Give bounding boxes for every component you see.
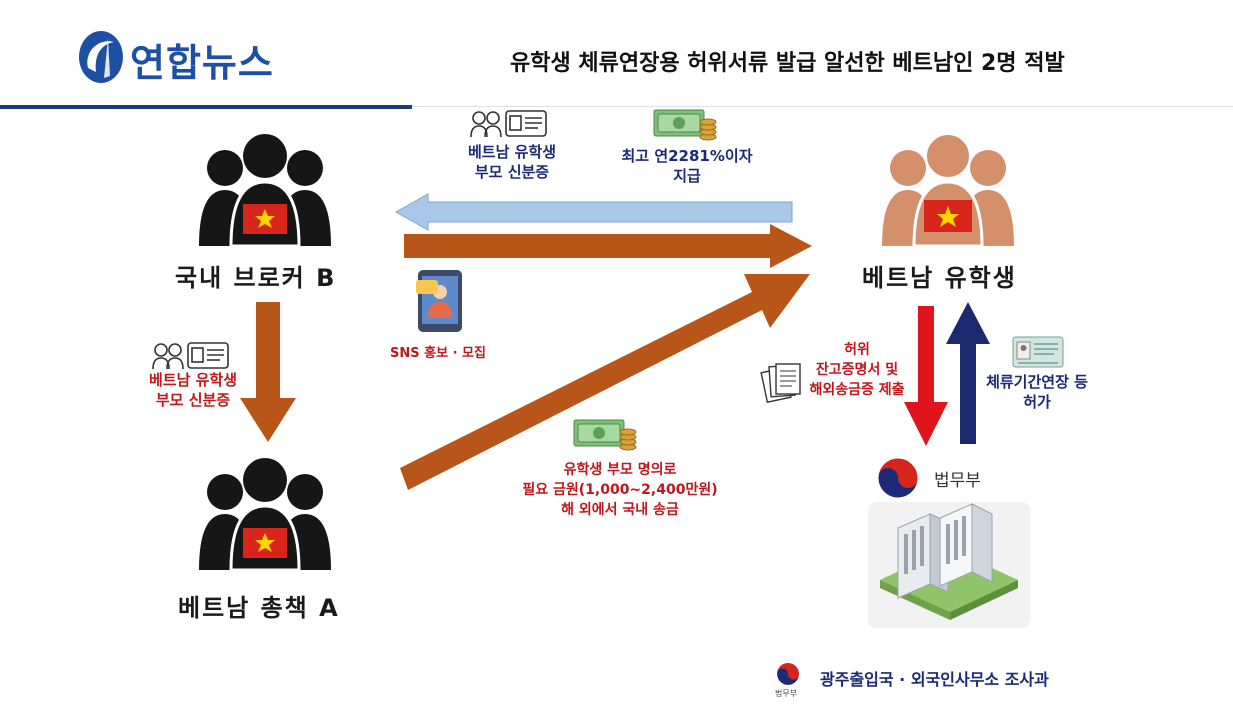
false-docs-caption: 허위 잔고증명서 및 해외송금증 제출 (809, 342, 905, 398)
ministry-name: 법무부 (934, 471, 981, 491)
money-icon-top (653, 109, 717, 141)
footer-ministry-sub: 법무부 (775, 689, 798, 698)
student-label: 베트남 유학생 (862, 264, 1017, 292)
arrow-extension (946, 302, 990, 444)
arrow-false-docs (904, 306, 948, 446)
header-accent-line (0, 105, 412, 109)
money-icon-bottom (573, 419, 637, 451)
leader-group-icon (199, 458, 331, 572)
remittance-caption: 유학생 부모 명의로 필요 금원(1,000~2,400만원) 해 외에서 국내… (522, 462, 718, 518)
broker-label: 국내 브로커 B (175, 264, 337, 292)
arrow-broker-to-student (404, 224, 812, 268)
documents-icon (760, 363, 801, 403)
parent-id-caption-top: 베트남 유학생 부모 신분증 (467, 143, 557, 181)
id-card-icon-left (152, 342, 229, 370)
arrow-broker-to-leader (240, 302, 296, 442)
student-group-icon (882, 133, 1014, 248)
government-building-icon (868, 502, 1030, 628)
footer-emblem-icon (777, 663, 799, 685)
sns-caption: SNS 홍보 · 모집 (390, 346, 486, 361)
id-card-icon (470, 110, 547, 138)
residence-card-icon (1012, 336, 1064, 368)
leader-label: 베트남 총책 A (178, 594, 340, 622)
broker-group-icon (199, 134, 331, 248)
tablet-sns-icon (416, 270, 462, 332)
parent-id-caption-left: 베트남 유학생 부모 신분증 (148, 371, 238, 409)
arrow-id-to-broker (394, 193, 793, 231)
footer-office: 광주출입국 · 외국인사무소 조사과 (820, 670, 1049, 689)
extension-caption: 체류기간연장 등 허가 (986, 373, 1088, 411)
arrow-leader-to-student (400, 274, 810, 490)
page-title: 유학생 체류연장용 허위서류 발급 알선한 베트남인 2명 적발 (510, 51, 1065, 76)
interest-caption: 최고 연2281%이자 지급 (621, 147, 753, 185)
taegeuk-emblem-icon (877, 457, 919, 499)
yonhap-logo-icon (79, 31, 123, 83)
logo-text: 연합뉴스 (130, 41, 274, 85)
header-divider (412, 106, 1233, 107)
